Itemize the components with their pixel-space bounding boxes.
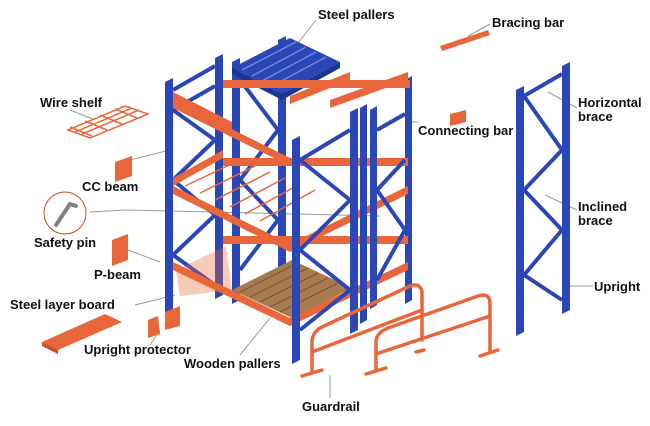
label-wire-shelf: Wire shelf xyxy=(40,95,103,110)
label-safety-pin: Safety pin xyxy=(34,235,97,250)
beam-top-left-long xyxy=(173,100,290,166)
beam-mid-front xyxy=(173,186,290,252)
label-horizontal-brace: Horizontal brace xyxy=(578,95,642,124)
leader-wooden-pallers xyxy=(239,317,271,356)
safety-pin-part xyxy=(43,191,87,235)
label-steel-layer-board: Steel layer board xyxy=(10,297,115,312)
standalone-upright-right xyxy=(562,62,570,314)
label-p-beam: P-beam xyxy=(94,267,141,282)
beam-top-front xyxy=(173,92,232,130)
leader-safety-pin xyxy=(89,209,126,213)
leader-cc-beam xyxy=(129,149,171,161)
upright-front-mid xyxy=(360,104,367,324)
beam-top-long-1 xyxy=(223,80,410,88)
label-wooden-pallers: Wooden pallers xyxy=(184,356,281,371)
connecting-bar-part xyxy=(450,110,466,126)
bracing-bar-part xyxy=(440,30,490,51)
upright-right-1 xyxy=(370,106,377,309)
upright-protector-in-rack xyxy=(165,306,180,330)
upright-front-left xyxy=(292,136,300,364)
beam-mid-back xyxy=(223,158,408,166)
rack-frame-right xyxy=(370,106,407,309)
label-bracing-bar: Bracing bar xyxy=(492,15,565,30)
standalone-upright-frame xyxy=(516,62,570,336)
upright-mid-1 xyxy=(232,58,240,304)
label-upright: Upright xyxy=(594,279,641,294)
horizontal-brace-part xyxy=(522,72,564,98)
beam-low-front xyxy=(173,262,290,326)
beam-top-right xyxy=(290,72,350,104)
standalone-upright-left xyxy=(516,86,524,336)
upright-front-right xyxy=(350,108,358,334)
upright-protector-part xyxy=(148,316,160,338)
rack-frame-front xyxy=(292,104,367,364)
label-upright-protector: Upright protector xyxy=(84,342,191,357)
leader-p-beam xyxy=(127,249,161,263)
label-cc-beam: CC beam xyxy=(82,179,139,194)
upright-back-left-1 xyxy=(165,78,173,322)
leader-inclined-brace xyxy=(544,194,578,211)
cc-beam-part xyxy=(115,156,132,182)
guardrail-part xyxy=(300,283,500,378)
p-beam-part xyxy=(112,234,128,266)
steel-layer-board-in-rack xyxy=(176,246,232,296)
steel-layer-board-part xyxy=(42,314,122,354)
inclined-brace-part xyxy=(522,94,564,152)
beam-mid-inner xyxy=(173,150,223,186)
label-guardrail: Guardrail xyxy=(302,399,360,414)
beam-top-back xyxy=(330,72,408,108)
wire-shelf-in-rack xyxy=(184,159,316,222)
leader-wire-shelf xyxy=(69,109,96,121)
beam-mid-right xyxy=(290,186,408,252)
leader-bracing-bar xyxy=(467,23,491,37)
label-steel-pallers: Steel pallers xyxy=(318,7,395,22)
upright-rear-right xyxy=(405,76,412,304)
label-connecting-bar: Connecting bar xyxy=(418,123,514,138)
wire-shelf-part xyxy=(65,105,151,139)
label-inclined-brace: Inclined brace xyxy=(578,199,628,228)
